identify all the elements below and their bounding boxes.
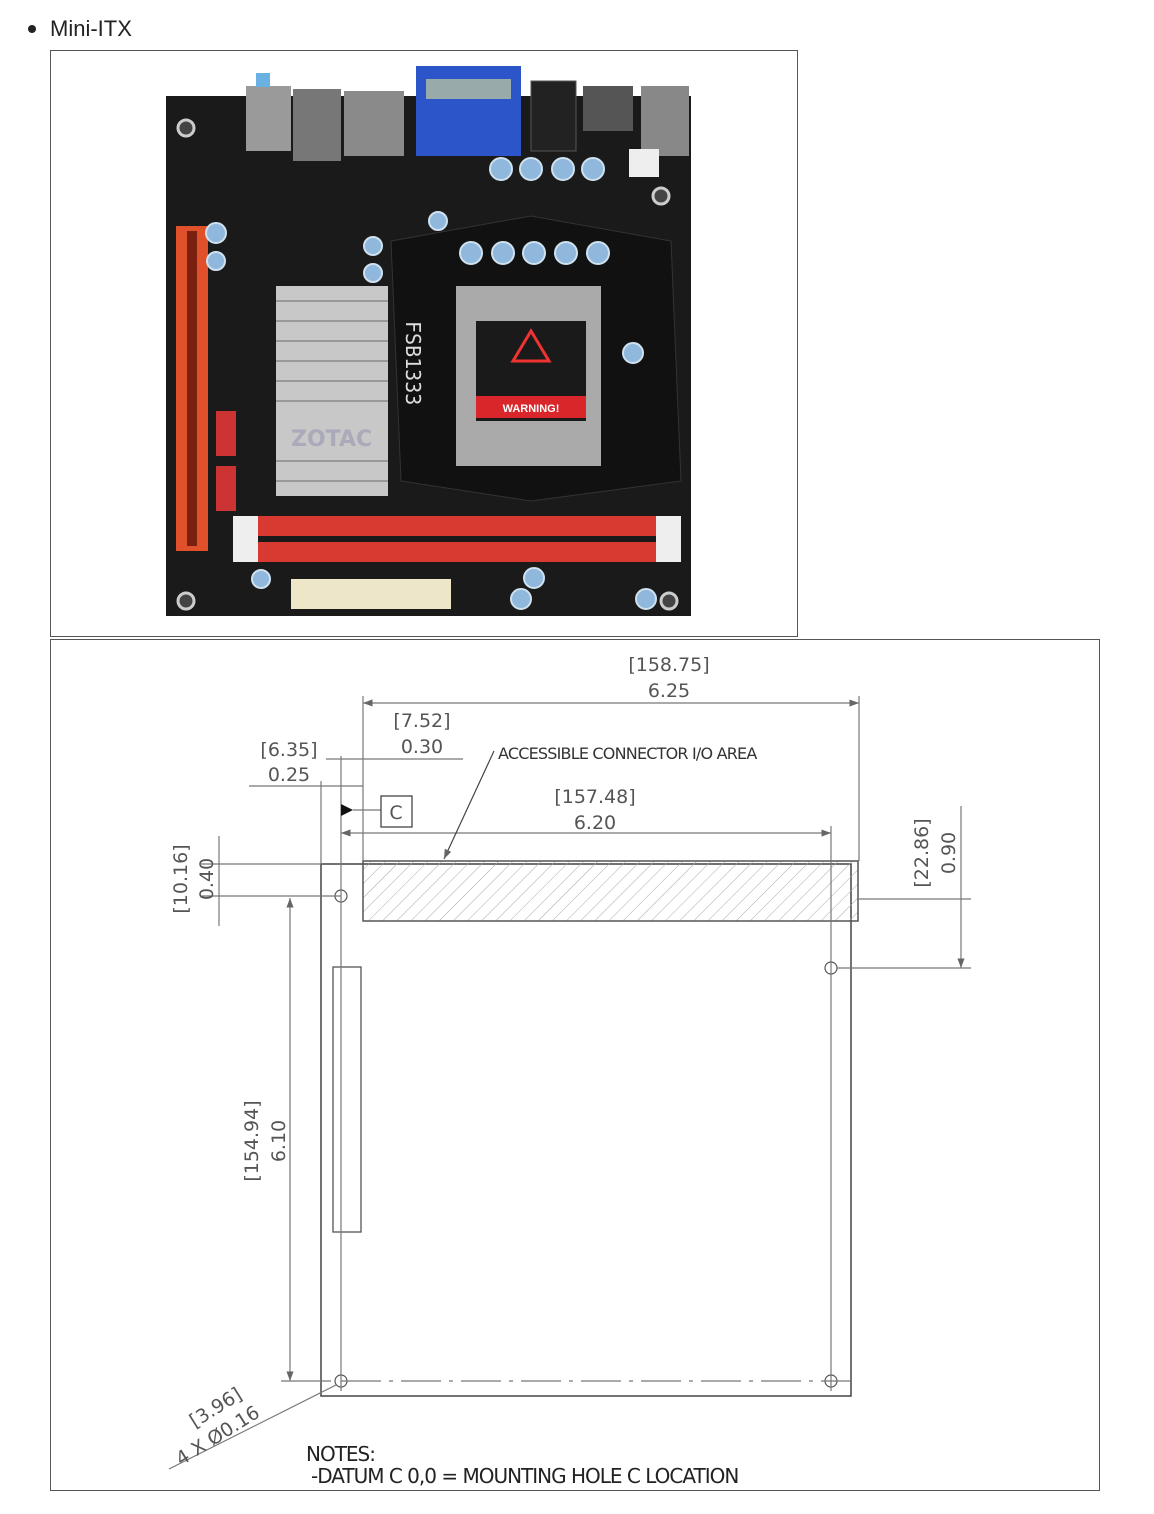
usb-port <box>344 91 404 156</box>
dim-right-hole-mm: [22.86] <box>911 818 933 887</box>
dim-hole-span-mm: [157.48] <box>554 786 635 808</box>
dimm-slot <box>233 516 681 536</box>
dimm-slot <box>233 542 681 562</box>
io-area <box>362 860 859 922</box>
dim-top-hole-in: 0.40 <box>196 858 218 900</box>
dim-io-offset-mm: [7.52] <box>393 710 450 732</box>
dimm-latch <box>233 516 258 562</box>
fsb-label: FSB1333 <box>401 321 425 405</box>
sata-port <box>216 411 236 456</box>
notes-line: -DATUM C 0,0 = MOUNTING HOLE C LOCATION <box>311 1464 738 1488</box>
usb-port <box>641 86 689 156</box>
capacitors <box>205 157 657 610</box>
datum-marker-icon <box>341 804 353 816</box>
datum-label: C <box>389 802 402 824</box>
list-item-mini-itx: Mini-ITX <box>28 16 132 42</box>
lan-port <box>293 89 341 161</box>
dim-hole-offset-in: 0.25 <box>268 764 310 786</box>
chipset-heatsink <box>276 286 388 496</box>
dim-overall-in: 6.25 <box>648 680 690 702</box>
expansion-slot-outline <box>332 966 362 1233</box>
dim-right-hole-in: 0.90 <box>938 832 960 874</box>
dim-hole-span-in: 6.20 <box>574 812 616 834</box>
audio-port <box>530 80 577 152</box>
dim-overall-mm: [158.75] <box>628 654 709 676</box>
vga-frame <box>426 79 511 99</box>
usb-port <box>246 86 291 151</box>
motherboard-image: ZOTAC WARNING! FSB1333 <box>166 66 691 616</box>
dim-top-hole-mm: [10.16] <box>170 844 192 913</box>
cpu-power-connector <box>629 149 659 177</box>
mechanical-drawing: [158.75] 6.25 [7.52] 0.30 [6.35] 0.25 C … <box>50 639 1100 1491</box>
dimm-latch <box>656 516 681 562</box>
button <box>256 73 270 87</box>
brand-logo: ZOTAC <box>291 427 372 452</box>
hdmi-port <box>583 86 633 131</box>
warning-icon <box>510 328 552 363</box>
dim-hole-offset-mm: [6.35] <box>260 739 317 761</box>
mounting-holes <box>334 889 838 1388</box>
dim-vertical-span-mm: [154.94] <box>241 1100 263 1181</box>
warning-banner <box>476 396 586 418</box>
board-outline <box>320 863 852 1397</box>
dim-vertical-span-in: 6.10 <box>268 1120 290 1162</box>
io-area-label: ACCESSIBLE CONNECTOR I/O AREA <box>498 744 757 763</box>
pcie-slot-groove <box>187 231 197 546</box>
datum-box <box>380 795 413 828</box>
bullet-icon <box>28 25 36 33</box>
list-item-label: Mini-ITX <box>50 16 132 41</box>
motherboard-photo: ZOTAC WARNING! FSB1333 <box>50 50 798 637</box>
mounting-holes <box>176 118 679 611</box>
dim-io-offset-in: 0.30 <box>401 736 443 758</box>
notes-title: NOTES: <box>306 1442 375 1466</box>
warning-label: WARNING! <box>503 403 560 415</box>
mini-itx-dimension-drawing: [158.75] 6.25 [7.52] 0.30 [6.35] 0.25 C … <box>168 654 971 1488</box>
sata-port <box>216 466 236 511</box>
atx-power-connector <box>291 579 451 609</box>
